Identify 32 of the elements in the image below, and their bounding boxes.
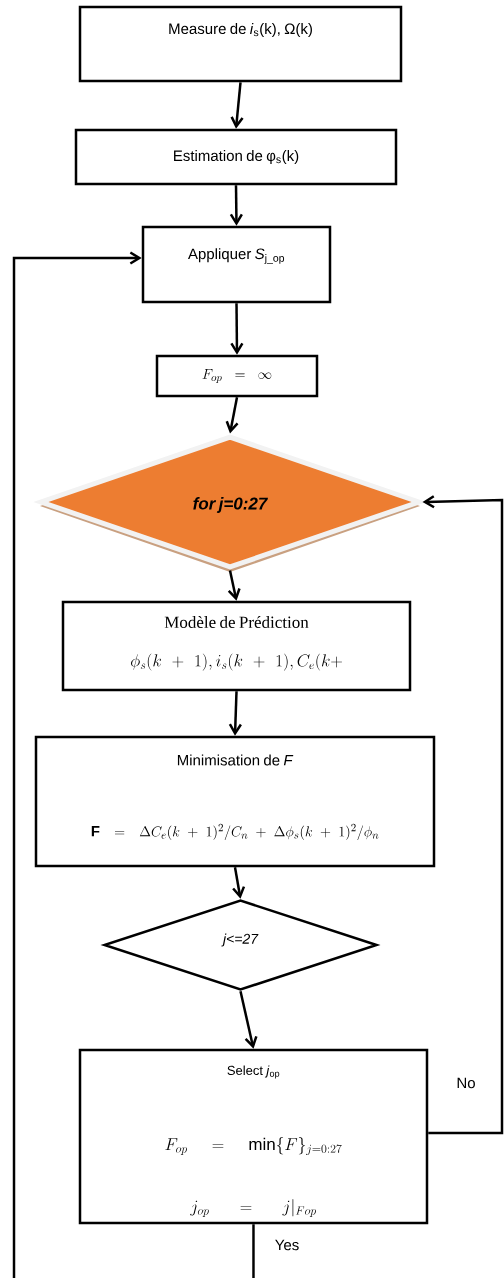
arrow [232, 867, 246, 899]
process-box [78, 5, 403, 83]
label-text: Measure de i$_{s}$(k), Ω(k) [169, 23, 312, 37]
process-box [34, 735, 436, 868]
arrow [225, 397, 239, 434]
formula: $F_{op}=\infty$ [202, 369, 272, 384]
arrow [228, 691, 242, 736]
label-text: j<=27 [221, 933, 259, 947]
edge-label: Yes [275, 1239, 299, 1251]
process-box [61, 600, 412, 692]
process-box [74, 128, 398, 186]
formula: $\phi_s(k+1), i_s(k+1), C_e(k+$ [131, 653, 342, 671]
label-text: for j=0:27 [193, 497, 268, 513]
arrow [229, 185, 243, 226]
arrow [230, 82, 244, 129]
process-box [78, 1048, 429, 1225]
label-text: Estimation de φ$_{s}$(k) [174, 150, 299, 164]
process-box [155, 354, 319, 398]
label-text: Selectj$_{op}$ [227, 1065, 280, 1079]
label-text: Appliquer S$_{j_op}$ [188, 248, 285, 264]
formula: $\mathbf{F}=\Delta C_e(k+1)^2/C_n+\Delta\phi_s(k+1)^2/\phi_n$ [91, 823, 379, 840]
process-box [141, 225, 332, 304]
arrow [422, 495, 504, 1135]
formula: $j_{op}=j|_{Fop}$ [190, 1199, 316, 1217]
edge-label: No [457, 1077, 475, 1089]
arrow [230, 303, 244, 355]
label-text: Modèle de Prédiction [164, 616, 309, 628]
formula: $F_{op}=\min\{F\}_{j=0:27}$ [165, 1137, 342, 1156]
arrow [12, 251, 142, 1278]
arrow [239, 991, 258, 1049]
label-text: Minimisation de F [177, 754, 294, 766]
arrow [227, 570, 241, 601]
